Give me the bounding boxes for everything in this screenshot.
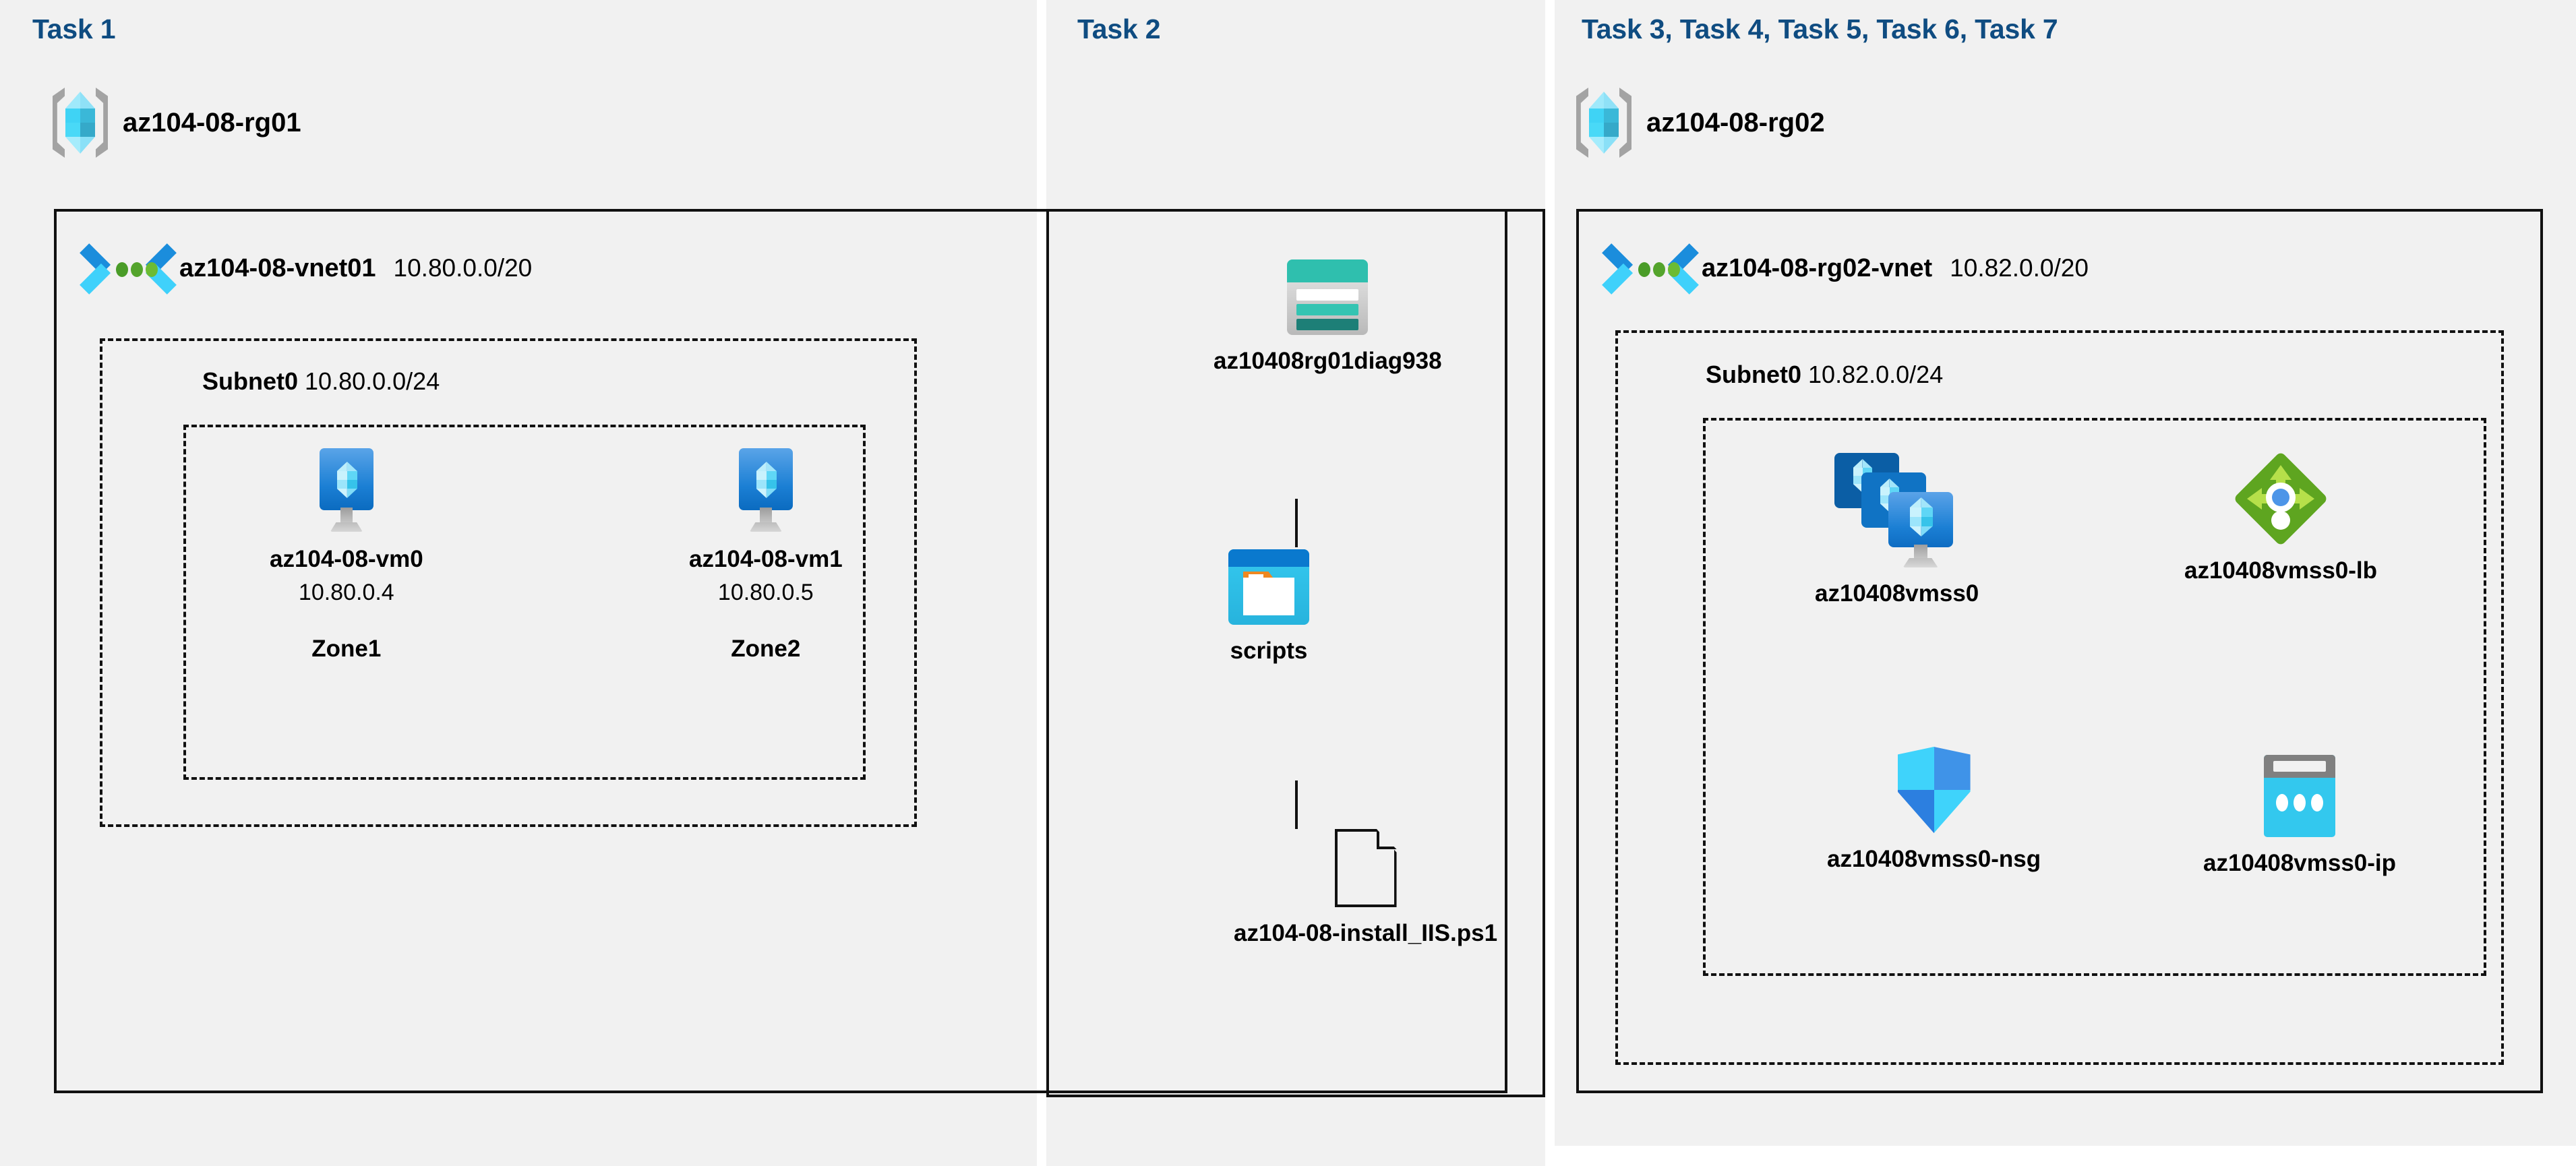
resource-group-label: az104-08-rg02 (1646, 107, 1825, 137)
task2-boundary (1046, 209, 1545, 1097)
vm-availability-zone: Zone2 (731, 635, 801, 662)
public-ip-address-node[interactable]: az10408vmss0-ip (2203, 755, 2396, 878)
availability-zones-boundary (183, 425, 866, 780)
vm-scale-set-icon (1834, 453, 1960, 567)
vm-node-az104-08-vm1[interactable]: az104-08-vm1 10.80.0.5 Zone2 (689, 448, 843, 663)
storage-account-name: az10408rg01diag938 (1214, 348, 1442, 374)
subnet-name: Subnet0 (1706, 361, 1802, 388)
vm-scale-set-node[interactable]: az10408vmss0 (1815, 453, 1979, 609)
vm-name: az104-08-vm0 (270, 546, 423, 572)
vnet-title-az104-08-vnet01[interactable]: az104-08-vnet01 10.80.0.0/20 (80, 239, 533, 297)
task-label-3: Task 3, Task 4, Task 5, Task 6, Task 7 (1582, 13, 2058, 44)
subnet-cidr: 10.82.0.0/24 (1808, 361, 1944, 388)
network-security-group-icon (1897, 747, 1971, 833)
public-ip-address-icon (2264, 755, 2336, 837)
resource-group-icon (53, 88, 108, 158)
vnet-name: az104-08-rg02-vnet (1702, 253, 1933, 282)
network-security-group-name: az10408vmss0-nsg (1827, 846, 2041, 872)
vnet-cidr: 10.80.0.0/20 (393, 254, 533, 282)
vm-node-az104-08-vm0[interactable]: az104-08-vm0 10.80.0.4 Zone1 (270, 448, 423, 663)
script-file-name: az104-08-install_IIS.ps1 (1234, 920, 1498, 946)
vm-ip-address: 10.80.0.4 (298, 579, 394, 605)
task-label-1: Task 1 (32, 13, 116, 44)
vnet-title-az104-08-rg02-vnet[interactable]: az104-08-rg02-vnet 10.82.0.0/20 (1602, 239, 2089, 297)
network-security-group-node[interactable]: az10408vmss0-nsg (1827, 747, 2041, 874)
vnet-name: az104-08-vnet01 (179, 253, 376, 282)
vmss-resources-boundary (1703, 418, 2486, 976)
vnet-boundary-az104-08-vnet01 (54, 209, 1507, 1093)
subnet-label-task1: Subnet0 10.80.0.0/24 (202, 367, 440, 396)
load-balancer-node[interactable]: az10408vmss0-lb (2184, 451, 2378, 586)
connector-storage-to-container (1295, 499, 1298, 547)
virtual-machine-icon (307, 448, 386, 533)
load-balancer-name: az10408vmss0-lb (2184, 557, 2378, 584)
script-file-node[interactable]: az104-08-install_IIS.ps1 (1234, 829, 1497, 948)
subnet-cidr: 10.80.0.0/24 (305, 367, 440, 395)
public-ip-address-name: az10408vmss0-ip (2203, 850, 2397, 876)
subnet-name: Subnet0 (202, 367, 299, 395)
blob-container-node[interactable]: scripts (1228, 549, 1309, 666)
resource-group-az104-08-rg01[interactable]: az104-08-rg01 (53, 88, 301, 158)
task-label-2: Task 2 (1077, 13, 1161, 44)
virtual-machine-icon (727, 448, 805, 533)
subnet-boundary-task1 (100, 338, 917, 827)
storage-account-node[interactable]: az10408rg01diag938 (1214, 259, 1442, 376)
vm-name: az104-08-vm1 (689, 546, 843, 572)
panel-task3 (1555, 0, 2576, 1146)
subnet-boundary-task3 (1615, 330, 2504, 1065)
load-balancer-icon (2233, 451, 2329, 547)
virtual-network-icon (1602, 239, 1699, 297)
vm-availability-zone: Zone1 (311, 635, 382, 662)
vnet-boundary-az104-08-rg02-vnet (1576, 209, 2543, 1093)
connector-container-to-script (1295, 780, 1298, 829)
resource-group-label: az104-08-rg01 (123, 107, 301, 137)
vnet-cidr: 10.82.0.0/20 (1950, 254, 2089, 282)
blob-container-icon (1228, 549, 1309, 625)
subnet-label-task3: Subnet0 10.82.0.0/24 (1706, 361, 1943, 389)
vm-scale-set-name: az10408vmss0 (1815, 580, 1979, 607)
vm-ip-address: 10.80.0.5 (717, 579, 814, 605)
script-file-icon (1334, 829, 1397, 907)
blob-container-name: scripts (1230, 638, 1308, 664)
resource-group-icon (1576, 88, 1631, 158)
resource-group-az104-08-rg02[interactable]: az104-08-rg02 (1576, 88, 1825, 158)
storage-account-icon (1287, 259, 1369, 335)
virtual-network-icon (80, 239, 177, 297)
